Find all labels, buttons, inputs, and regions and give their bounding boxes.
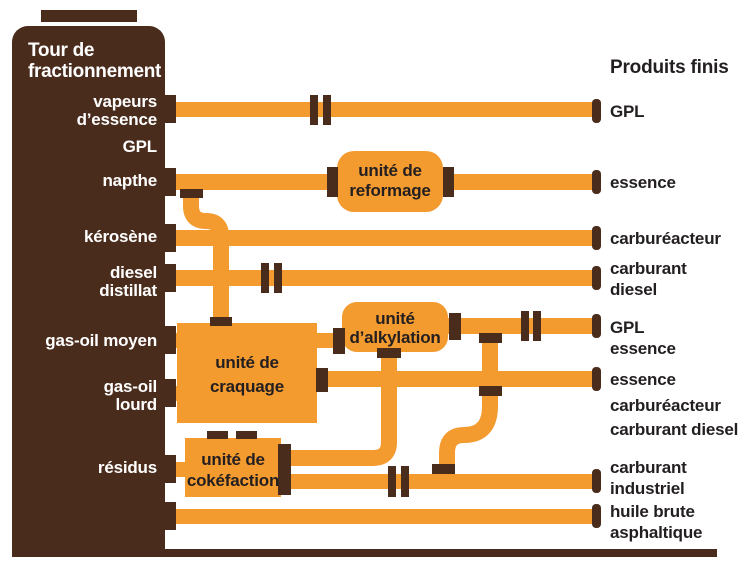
- flange-alkylation-left: [333, 328, 345, 354]
- tower-label-residus: résidus: [97, 458, 157, 477]
- flange-napthe: [163, 168, 176, 196]
- flange-gasoil-moyen: [163, 326, 176, 354]
- double-flange-vapeurs-1: [310, 95, 318, 125]
- tower-label-diesel-distillat: diesel distillat: [99, 263, 157, 300]
- endcap-industriel: [592, 469, 601, 493]
- double-flange-diesel-1: [261, 263, 269, 293]
- tower-title: Tour de fractionnement: [28, 40, 162, 82]
- pipe-huile-brute: [164, 509, 594, 524]
- tower-label-gasoil-lourd: gas-oil lourd: [103, 377, 158, 414]
- pipe-essence-craquage: [317, 371, 594, 387]
- flange-napthe-branch: [180, 189, 203, 198]
- products-header: Produits finis: [610, 57, 729, 78]
- pipe-diesel: [164, 270, 594, 286]
- unit-alkylation-box: [342, 302, 448, 352]
- flange-junction-gpl: [479, 333, 502, 343]
- product-label-essence-3: essence: [610, 370, 676, 389]
- flange-reformage-right: [443, 167, 454, 197]
- flange-vapeurs: [163, 95, 176, 123]
- product-label-gpl: GPL: [610, 102, 645, 121]
- flange-residus: [163, 455, 176, 483]
- flange-cokefaction-top-2: [236, 431, 257, 439]
- pipe-napthe-to-craquage: [183, 190, 229, 326]
- product-label-carburant-diesel-2: carburant diesel: [610, 420, 739, 439]
- endcap-carburant-diesel: [592, 266, 601, 290]
- tower-label-napthe: napthe: [102, 171, 157, 190]
- double-flange-gpl2-1: [521, 311, 529, 341]
- product-label-carburant-diesel: carburant diesel: [610, 259, 687, 299]
- double-flange-vapeurs-2: [323, 95, 331, 125]
- endcap-essence: [592, 170, 601, 194]
- unit-reformage-box: [337, 151, 443, 212]
- flange-huile-brute: [163, 502, 176, 530]
- flange-junction-industriel: [432, 464, 455, 474]
- unit-label-craquage: unité de craquage: [210, 353, 284, 396]
- double-flange-gpl2-2: [533, 311, 541, 341]
- tower-label-gasoil-moyen: gas-oil moyen: [45, 331, 157, 350]
- flange-alkylation-right: [449, 313, 461, 340]
- flange-diesel: [163, 264, 176, 292]
- endcap-huile-brute: [592, 504, 601, 528]
- tower-chimney: [41, 10, 137, 22]
- double-flange-industriel-1: [388, 466, 396, 497]
- endcap-essence2: [592, 367, 601, 391]
- flange-alkylation-bottom: [377, 348, 401, 358]
- flange-craquage-right: [316, 368, 328, 392]
- flange-gasoil-lourd: [163, 379, 176, 407]
- pipe-cokefaction-to-alkylation: [285, 350, 397, 466]
- product-label-carbureacteur: carburéacteur: [610, 229, 721, 248]
- pipe-kerosene: [164, 230, 594, 246]
- flange-craquage-top: [210, 317, 232, 326]
- ground-bar: [12, 549, 717, 557]
- flange-kerosene: [163, 224, 176, 252]
- flange-cokefaction-right-upper: [278, 444, 291, 471]
- product-label-carbureacteur-2: carburéacteur: [610, 396, 721, 415]
- pipe-carburant-industriel: [285, 474, 594, 489]
- pipe-manifold-sbend: [439, 326, 498, 478]
- flange-cokefaction-right-lower: [278, 468, 291, 495]
- unit-cokefaction-box: [185, 438, 281, 497]
- tower-label-gpl: GPL: [122, 137, 158, 156]
- product-label-essence: essence: [610, 173, 676, 192]
- flange-junction-essence: [479, 386, 502, 396]
- flange-cokefaction-top-1: [207, 431, 228, 439]
- unit-craquage-box: [177, 323, 317, 423]
- fractionation-tower: [12, 26, 165, 557]
- endcap-carbureacteur: [592, 226, 601, 250]
- endcap-gpl2: [592, 314, 601, 338]
- flange-reformage-left: [327, 167, 338, 197]
- unit-label-reformage: unité de reformage: [349, 161, 431, 200]
- tower-label-vapeurs-essence: vapeurs d’essence: [76, 92, 158, 129]
- unit-label-cokefaction: unité de cokéfaction: [186, 450, 280, 490]
- product-label-essence-2: essence: [610, 339, 676, 358]
- product-label-carburant-industriel: carburant industriel: [610, 458, 687, 498]
- double-flange-industriel-2: [401, 466, 409, 497]
- product-label-gpl-2: GPL: [610, 318, 645, 337]
- endcap-gpl: [592, 99, 601, 123]
- pipe-gpl-top: [164, 102, 594, 117]
- product-label-huile-brute-asphaltique: huile brute asphaltique: [610, 502, 703, 542]
- double-flange-diesel-2: [274, 263, 282, 293]
- unit-label-alkylation: unité d’alkylation: [349, 309, 441, 347]
- tower-label-kerosene: kérosène: [83, 227, 157, 246]
